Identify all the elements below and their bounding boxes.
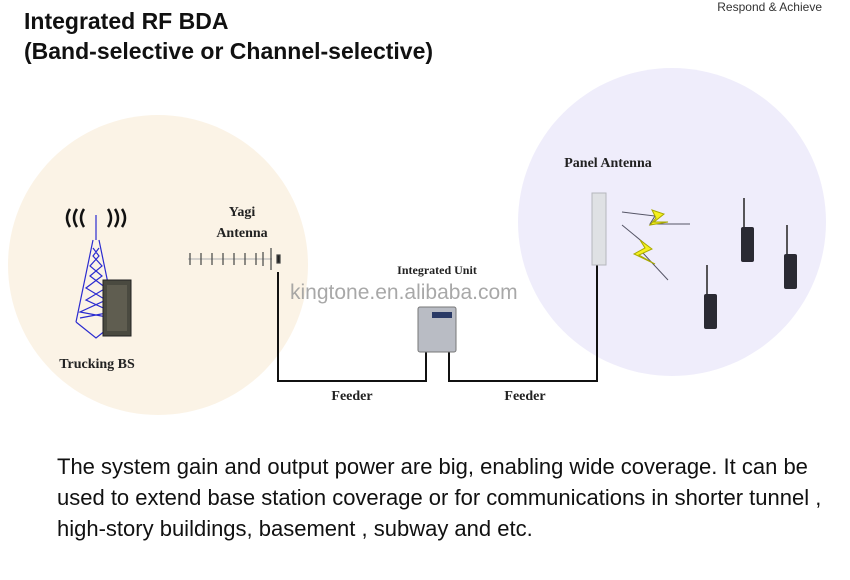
description-text: The system gain and output power are big… xyxy=(57,454,822,541)
walkie-talkie-icon xyxy=(704,265,717,329)
panel-antenna-label: Panel Antenna xyxy=(564,156,652,171)
feeder-cable-right xyxy=(448,265,598,382)
feeder-cable-left xyxy=(277,272,427,382)
walkie-talkie-icon xyxy=(784,225,797,289)
unit-display xyxy=(432,312,452,318)
rf-bda-diagram: Trucking BS Yagi Antenna Feeder Feeder I… xyxy=(8,68,826,415)
radio-waves-icon xyxy=(65,208,127,228)
cabinet-panel xyxy=(107,285,127,331)
integrated-unit-label: Integrated Unit xyxy=(397,263,477,277)
company-tagline: Respond & Achieve xyxy=(717,0,822,14)
indoor-coverage-zone xyxy=(518,68,826,376)
feeder-label-right: Feeder xyxy=(504,389,545,404)
slide-title: Integrated RF BDA xyxy=(24,8,229,34)
panel-antenna-icon xyxy=(591,192,607,266)
yagi-label-line1: Yagi xyxy=(229,205,256,220)
feeder-label-left: Feeder xyxy=(331,389,372,404)
base-station-label: Trucking BS xyxy=(59,357,135,372)
base-station-coverage-zone xyxy=(8,115,308,415)
walkie-talkie-icon xyxy=(741,198,754,262)
yagi-label-line2: Antenna xyxy=(216,226,267,241)
slide-subtitle: (Band-selective or Channel-selective) xyxy=(24,38,434,64)
yagi-antenna-icon xyxy=(188,248,281,270)
watermark: kingtone.en.alibaba.com xyxy=(290,281,518,304)
integrated-unit-icon xyxy=(417,306,457,353)
lightning-bolt-icon xyxy=(621,224,669,281)
lightning-bolt-icon xyxy=(621,209,690,226)
